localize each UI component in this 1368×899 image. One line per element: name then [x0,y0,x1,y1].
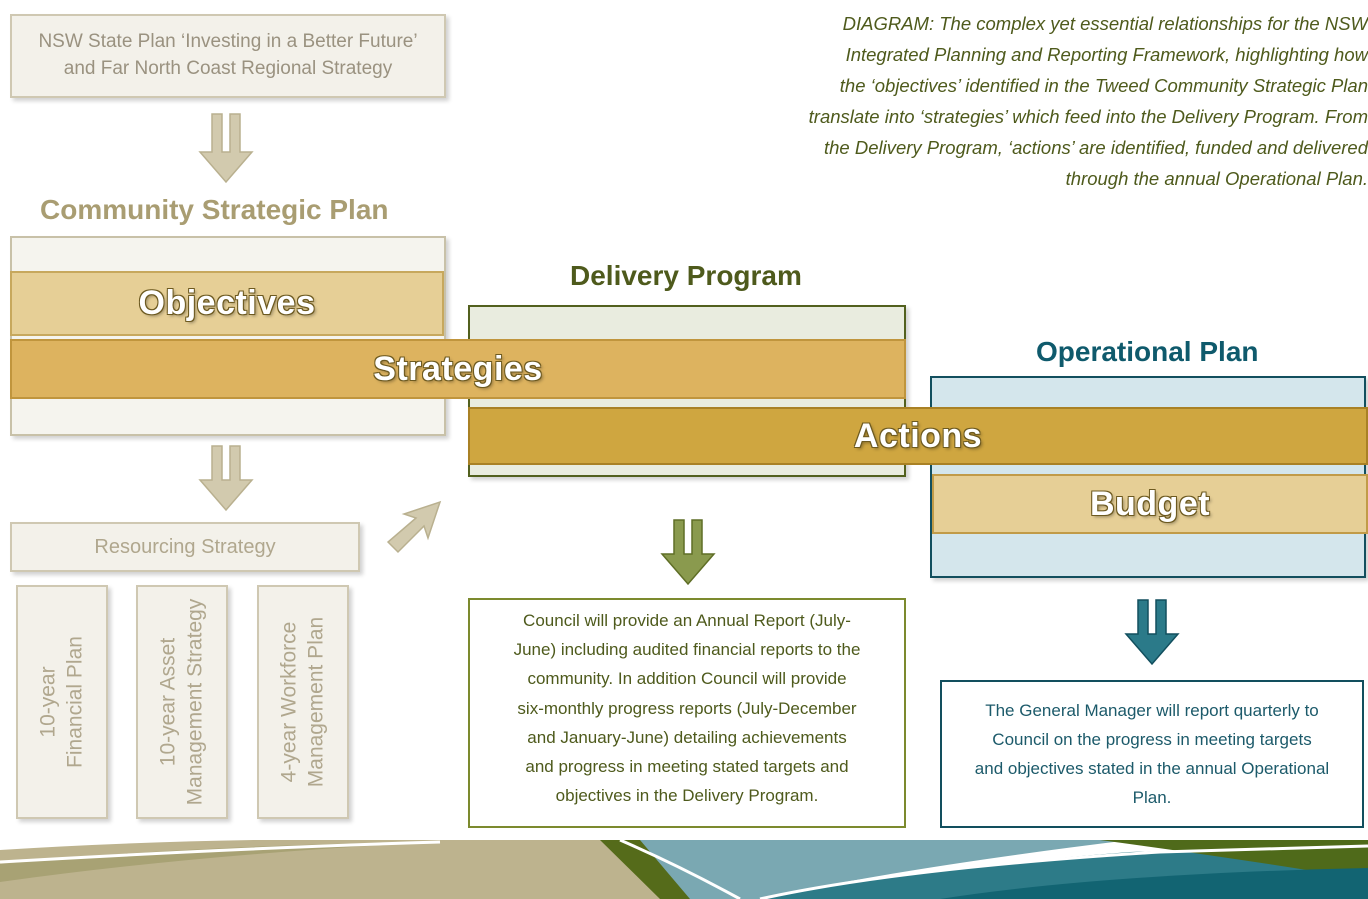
workforce-management-label: 4-year Workforce Management Plan [276,617,331,787]
report-line: and objectives stated in the annual Oper… [974,759,1330,778]
asset-management-label: 10-year Asset Management Strategy [155,599,210,806]
budget-label: Budget [1089,484,1211,523]
budget-band: Budget [932,474,1368,534]
down-arrow-icon [198,445,254,512]
report-line: six-monthly progress reports (July-Decem… [517,698,857,718]
report-line: objectives in the Delivery Program. [555,786,819,806]
delivery-program-report: Council will provide an Annual Report (J… [468,598,906,828]
strategies-label: Strategies [373,349,543,388]
label-line-2: Management Plan [305,616,328,788]
objectives-band: Objectives [10,271,444,336]
report-line: Council will provide an Annual Report (J… [523,611,851,630]
asset-management-box: 10-year Asset Management Strategy [136,585,228,819]
label-line-2: Management Strategy [184,598,207,806]
label-line-1: 10-year Asset [156,637,180,767]
report-line: Plan. [1132,788,1172,808]
footer-wave-decoration [0,840,1368,899]
actions-label: Actions [853,416,983,455]
label-line-2: Financial Plan [64,636,87,768]
community-strategic-plan-box [10,236,446,436]
caption-line: translate into ‘strategies’ which feed i… [808,106,1368,128]
financial-plan-box: 10-year Financial Plan [16,585,108,819]
financial-plan-label: 10-year Financial Plan [35,636,90,768]
down-arrow-icon [660,519,716,586]
caption-line: through the annual Operational Plan. [1065,168,1368,190]
report-line: and January-June) detailing achievements [527,727,847,747]
resourcing-strategy-box: Resourcing Strategy [10,522,360,572]
caption-line: the Delivery Program, ‘actions’ are iden… [823,137,1368,159]
down-arrow-icon [198,113,254,184]
operational-plan-report: The General Manager will report quarterl… [940,680,1364,828]
caption-line: the ‘objectives’ identified in the Tweed… [839,75,1368,97]
caption-line: Integrated Planning and Reporting Framew… [845,44,1368,66]
report-line: community. In addition Council will prov… [527,669,847,689]
label-line-1: 4-year Workforce [277,621,301,783]
diagonal-arrow-icon [386,500,442,554]
label-line-1: 10-year [36,666,60,738]
workforce-management-box: 4-year Workforce Management Plan [257,585,349,819]
actions-band: Actions [468,407,1368,465]
caption-line: DIAGRAM: The complex yet essential relat… [842,13,1368,34]
delivery-program-heading: Delivery Program [570,260,802,291]
state-plan-box: NSW State Plan ‘Investing in a Better Fu… [10,14,446,98]
resourcing-strategy-label: Resourcing Strategy [94,535,276,558]
report-line: June) including audited financial report… [513,640,861,660]
operational-plan-heading: Operational Plan [1036,336,1259,367]
objectives-label: Objectives [138,284,316,322]
strategies-band: Strategies [10,339,906,399]
csp-heading: Community Strategic Plan [40,194,389,225]
down-arrow-icon [1124,599,1180,666]
state-plan-line-2: and Far North Coast Regional Strategy [63,58,393,79]
state-plan-line-1: NSW State Plan ‘Investing in a Better Fu… [38,31,418,53]
report-line: Council on the progress in meeting targe… [992,729,1312,749]
report-line: and progress in meeting stated targets a… [525,757,849,777]
report-line: The General Manager will report quarterl… [985,700,1319,720]
diagram-caption: DIAGRAM: The complex yet essential relat… [690,8,1368,194]
